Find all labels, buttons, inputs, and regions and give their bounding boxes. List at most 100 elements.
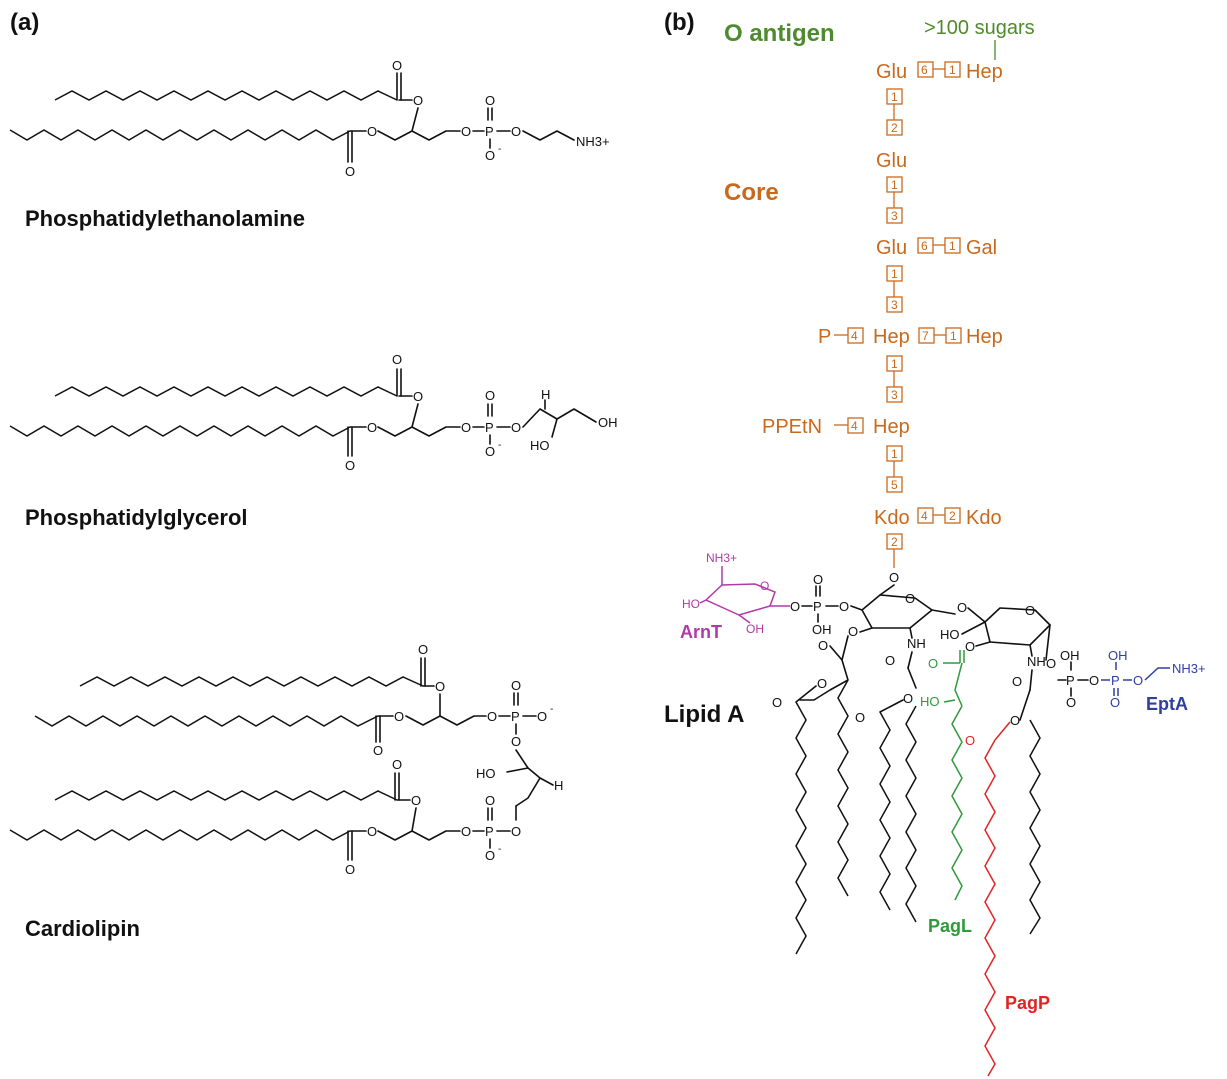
cl-chain-2 (34, 715, 379, 727)
core-link-r6-right: 1 (950, 329, 957, 343)
core-glu-3: Glu (876, 237, 907, 259)
lipid-a-phosphate2-o-bridge: O (1089, 673, 1099, 688)
cl-phosphate-1-o-right: O (537, 709, 547, 724)
eptA-phosphoethanolamine: P OH O O NH3+ EptA (1101, 648, 1206, 714)
core-link-r2-bottom: 2 (891, 121, 898, 135)
arnt-label: ArnT (680, 622, 722, 642)
pe-upper-fatty-chain (54, 90, 398, 101)
arnt-nh3: NH3+ (706, 551, 737, 565)
eptA-o-ester: O (1133, 673, 1143, 688)
core-kdo-1: Kdo (874, 507, 910, 529)
pagP-carbonyl-o: O (965, 733, 975, 748)
cl-phosphate-2-charge: - (498, 844, 501, 855)
core-phosphate: P (818, 326, 831, 348)
pg-carbonyl-o-1: O (392, 352, 402, 367)
pg-ester-o-1: O (413, 389, 423, 404)
phosphatidylglycerol-structure: O O O O O P O O - O H HO OH (9, 352, 618, 473)
lipid-a-amide1-secondary-o: O (903, 691, 913, 706)
eptA-oh: OH (1108, 648, 1128, 663)
core-link-r9-top: 1 (891, 447, 898, 461)
lipid-a-phosphate-o1: O (790, 599, 800, 614)
core-link-r6-mid: 7 (922, 329, 929, 343)
pe-phosphate-o-bottom: O (485, 148, 495, 163)
pg-ester-o-2: O (367, 420, 377, 435)
pe-lower-fatty-chain (9, 129, 351, 141)
cl-phosphate-2-o-right: O (511, 824, 521, 839)
lipid-a-glycosidic-o: O (957, 600, 967, 615)
lipid-a-amide2-carbonyl-o: O (1012, 674, 1022, 689)
lipid-a-acyl-secondary-carbonyl-o: O (772, 695, 782, 710)
cl-phosphorus-1: P (511, 709, 520, 724)
core-link-r4-left: 6 (921, 239, 928, 253)
pg-phosphate-charge: - (498, 440, 501, 451)
pagL-acyl-chain: O HO PagL (920, 650, 972, 936)
cl-phosphate-2-o-top: O (485, 793, 495, 808)
pe-phosphorus: P (485, 124, 494, 139)
sugars-label: >100 sugars (924, 17, 1035, 39)
lipid-a-acyl-chain-a (837, 679, 849, 897)
lipid-a-phosphorus-1: P (813, 599, 822, 614)
pe-ester-o-1: O (413, 93, 423, 108)
cl-ester-o-3: O (411, 793, 421, 808)
lipid-a-acyl-secondary-o: O (817, 676, 827, 691)
lipid-a-amide1-secondary-carbonyl-o: O (855, 710, 865, 725)
eptA-label: EptA (1146, 694, 1188, 714)
lipid-a-acyl-chain-b (795, 701, 807, 955)
core-link-r5-top: 1 (891, 267, 898, 281)
core-glu-2: Glu (876, 150, 907, 172)
panel-a-label: (a) (10, 9, 39, 36)
pg-carbonyl-o-2: O (345, 458, 355, 473)
core-hep-4: Hep (873, 416, 910, 438)
lipid-a-label: Lipid A (664, 701, 744, 728)
cl-glycerol-h: H (554, 778, 563, 793)
pagL-carbonyl-o: O (928, 656, 938, 671)
cl-phosphate-1-o-left: O (487, 709, 497, 724)
core-link-r8-left: 4 (851, 419, 858, 433)
core-hep-1: Hep (966, 61, 1003, 83)
lipid-a-ring2-ho: HO (940, 627, 960, 642)
cl-phosphate-1-charge: - (550, 704, 553, 715)
o-antigen-label: O antigen (724, 20, 835, 47)
pg-phosphate-o-left: O (461, 420, 471, 435)
pagP-acyl-chain: O PagP (965, 721, 1050, 1077)
lipid-a-phosphate2-o1: O (1046, 656, 1056, 671)
phosphatidylethanolamine-structure: O O O O O P O O - O NH3+ (9, 58, 610, 179)
lipid-a-acyl1-carbonyl-o: O (818, 638, 828, 653)
cl-chain-3 (54, 790, 398, 801)
arnt-oh: OH (746, 622, 764, 636)
lipid-a-ring1-o: O (905, 591, 915, 606)
pe-carbonyl-o-1: O (392, 58, 402, 73)
arnt-ho: HO (682, 597, 700, 611)
eptA-o-double: O (1110, 695, 1120, 710)
cl-glycerol-ho: HO (476, 766, 496, 781)
cl-carbonyl-o-1: O (418, 642, 428, 657)
core-link-r1-left: 6 (921, 63, 928, 77)
pagP-label: PagP (1005, 993, 1050, 1013)
lipid-a-phosphate2-o-bottom: O (1066, 695, 1076, 710)
cl-carbonyl-o-4: O (345, 862, 355, 877)
arnt-aminoarabinose: NH3+ O HO OH ArnT (680, 551, 790, 642)
lipid-a-kdo-linker-o: O (889, 570, 899, 585)
pg-phosphate-o-top: O (485, 388, 495, 403)
pe-phosphate-o-left: O (461, 124, 471, 139)
core-ppetn: PPEtN (762, 416, 822, 438)
core-hep-3: Hep (966, 326, 1003, 348)
lipid-a-acyl-chain-e (1029, 719, 1041, 935)
pg-upper-fatty-chain (54, 386, 398, 397)
core-link-r4-right: 1 (949, 239, 956, 253)
lipid-a-acyl-chain-c (905, 705, 917, 923)
pe-ester-o-2: O (367, 124, 377, 139)
core-link-r10-right: 2 (949, 509, 956, 523)
core-link-r11: 2 (891, 535, 898, 549)
pe-phosphate-o-top: O (485, 93, 495, 108)
lipid-a-phosphate-o2: O (839, 599, 849, 614)
pg-phosphate-o-right: O (511, 420, 521, 435)
cl-phosphate-2-o-left: O (461, 824, 471, 839)
lipid-a-phosphate-o-top: O (813, 572, 823, 587)
eptA-phosphorus: P (1111, 673, 1120, 688)
lipid-a-phosphate-oh: OH (812, 622, 832, 637)
lipid-a-phosphorus-2: P (1066, 673, 1075, 688)
pe-name-label: Phosphatidylethanolamine (25, 206, 305, 231)
cl-chain-4 (9, 829, 351, 841)
core-link-r5-bottom: 3 (891, 298, 898, 312)
